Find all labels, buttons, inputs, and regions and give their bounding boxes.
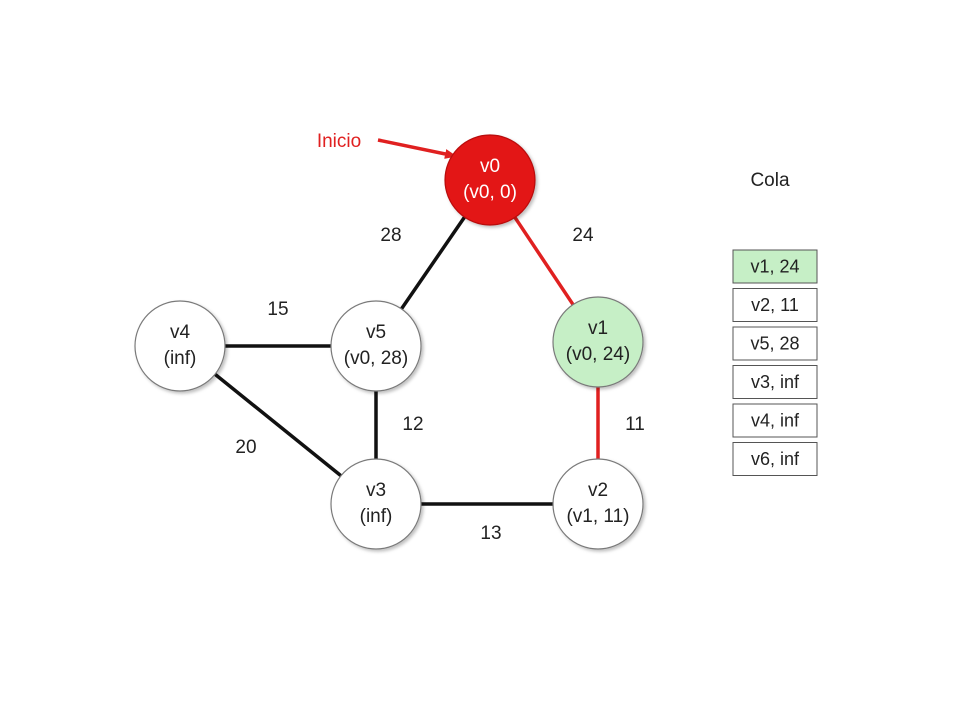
edge-weight-v1-v2: 11: [625, 414, 645, 435]
queue-cell: v5, 28: [732, 326, 818, 361]
node-circle: [330, 300, 422, 392]
node-v0: v0 (v0, 0): [444, 134, 536, 226]
queue-cell: v2, 11: [732, 288, 818, 322]
node-circle: [330, 458, 422, 550]
start-marker: Inicio: [317, 131, 457, 159]
queue-cell: v1, 24: [732, 249, 818, 284]
queue-cell-label: v1, 24: [750, 256, 799, 276]
queue-cell-box: [732, 326, 818, 361]
node-v2: v2 (v1, 11): [552, 458, 644, 550]
node-circle: [444, 134, 536, 226]
node-name: v4: [170, 322, 191, 343]
edge-weight-v0-v1: 24: [572, 225, 594, 246]
queue-cell-label: v5, 28: [750, 333, 799, 353]
node-name: v2: [588, 480, 608, 501]
start-label: Inicio: [317, 131, 361, 152]
node-v3: v3 (inf): [330, 458, 422, 550]
edge-v0-v5: [400, 216, 466, 310]
queue-cell-box: [732, 249, 818, 284]
queue-cell-box: [732, 403, 818, 438]
queue-cell-box: [732, 442, 818, 476]
node-v4: v4 (inf): [134, 300, 226, 392]
queue-cell-box: [732, 365, 818, 399]
node-value: (inf): [164, 348, 197, 369]
edge-weight-v0-v5: 28: [380, 225, 401, 246]
queue-title: Cola: [750, 170, 790, 191]
node-name: v0: [480, 156, 500, 177]
start-arrow: [377, 138, 457, 159]
edges-layer: [213, 216, 600, 506]
node-v5: v5 (v0, 28): [330, 300, 422, 392]
queue-cell: v6, inf: [732, 442, 818, 476]
edge-weight-v3-v2: 13: [480, 523, 501, 544]
queue-cell-label: v4, inf: [751, 410, 800, 430]
queue-panel: Cola v1, 24 v2, 11 v5, 28 v3, inf v4, inf v6, …: [732, 170, 818, 476]
node-name: v1: [588, 318, 608, 339]
queue-cell-label: v3, inf: [751, 372, 800, 392]
nodes-layer: v0 (v0, 0) v1 (v0, 24) v2 (v1, 11) v3 (inf) v4 (i…: [134, 134, 644, 550]
node-name: v5: [366, 322, 386, 343]
edge-v0-v1: [513, 216, 575, 306]
edge-weight-v5-v3: 12: [402, 414, 423, 435]
node-value: (v1, 11): [566, 506, 629, 527]
edge-weight-v4-v5: 15: [267, 299, 288, 320]
node-value: (v0, 0): [463, 182, 517, 203]
queue-cell-label: v6, inf: [751, 449, 800, 469]
queue-cell: v4, inf: [732, 403, 818, 438]
queue-cell-label: v2, 11: [751, 295, 799, 315]
node-value: (v0, 28): [344, 348, 408, 369]
queue-cell-box: [732, 288, 818, 322]
queue-cell: v3, inf: [732, 365, 818, 399]
node-value: (inf): [360, 506, 393, 527]
node-circle: [552, 296, 644, 388]
node-value: (v0, 24): [566, 344, 630, 365]
edge-v4-v3: [213, 372, 343, 478]
edge-weight-v4-v3: 20: [235, 437, 256, 458]
node-v1: v1 (v0, 24): [552, 296, 644, 388]
node-circle: [134, 300, 226, 392]
edge-labels-layer: 28 24 11 15 20 12 13: [235, 225, 644, 544]
node-name: v3: [366, 480, 386, 501]
node-circle: [552, 458, 644, 550]
